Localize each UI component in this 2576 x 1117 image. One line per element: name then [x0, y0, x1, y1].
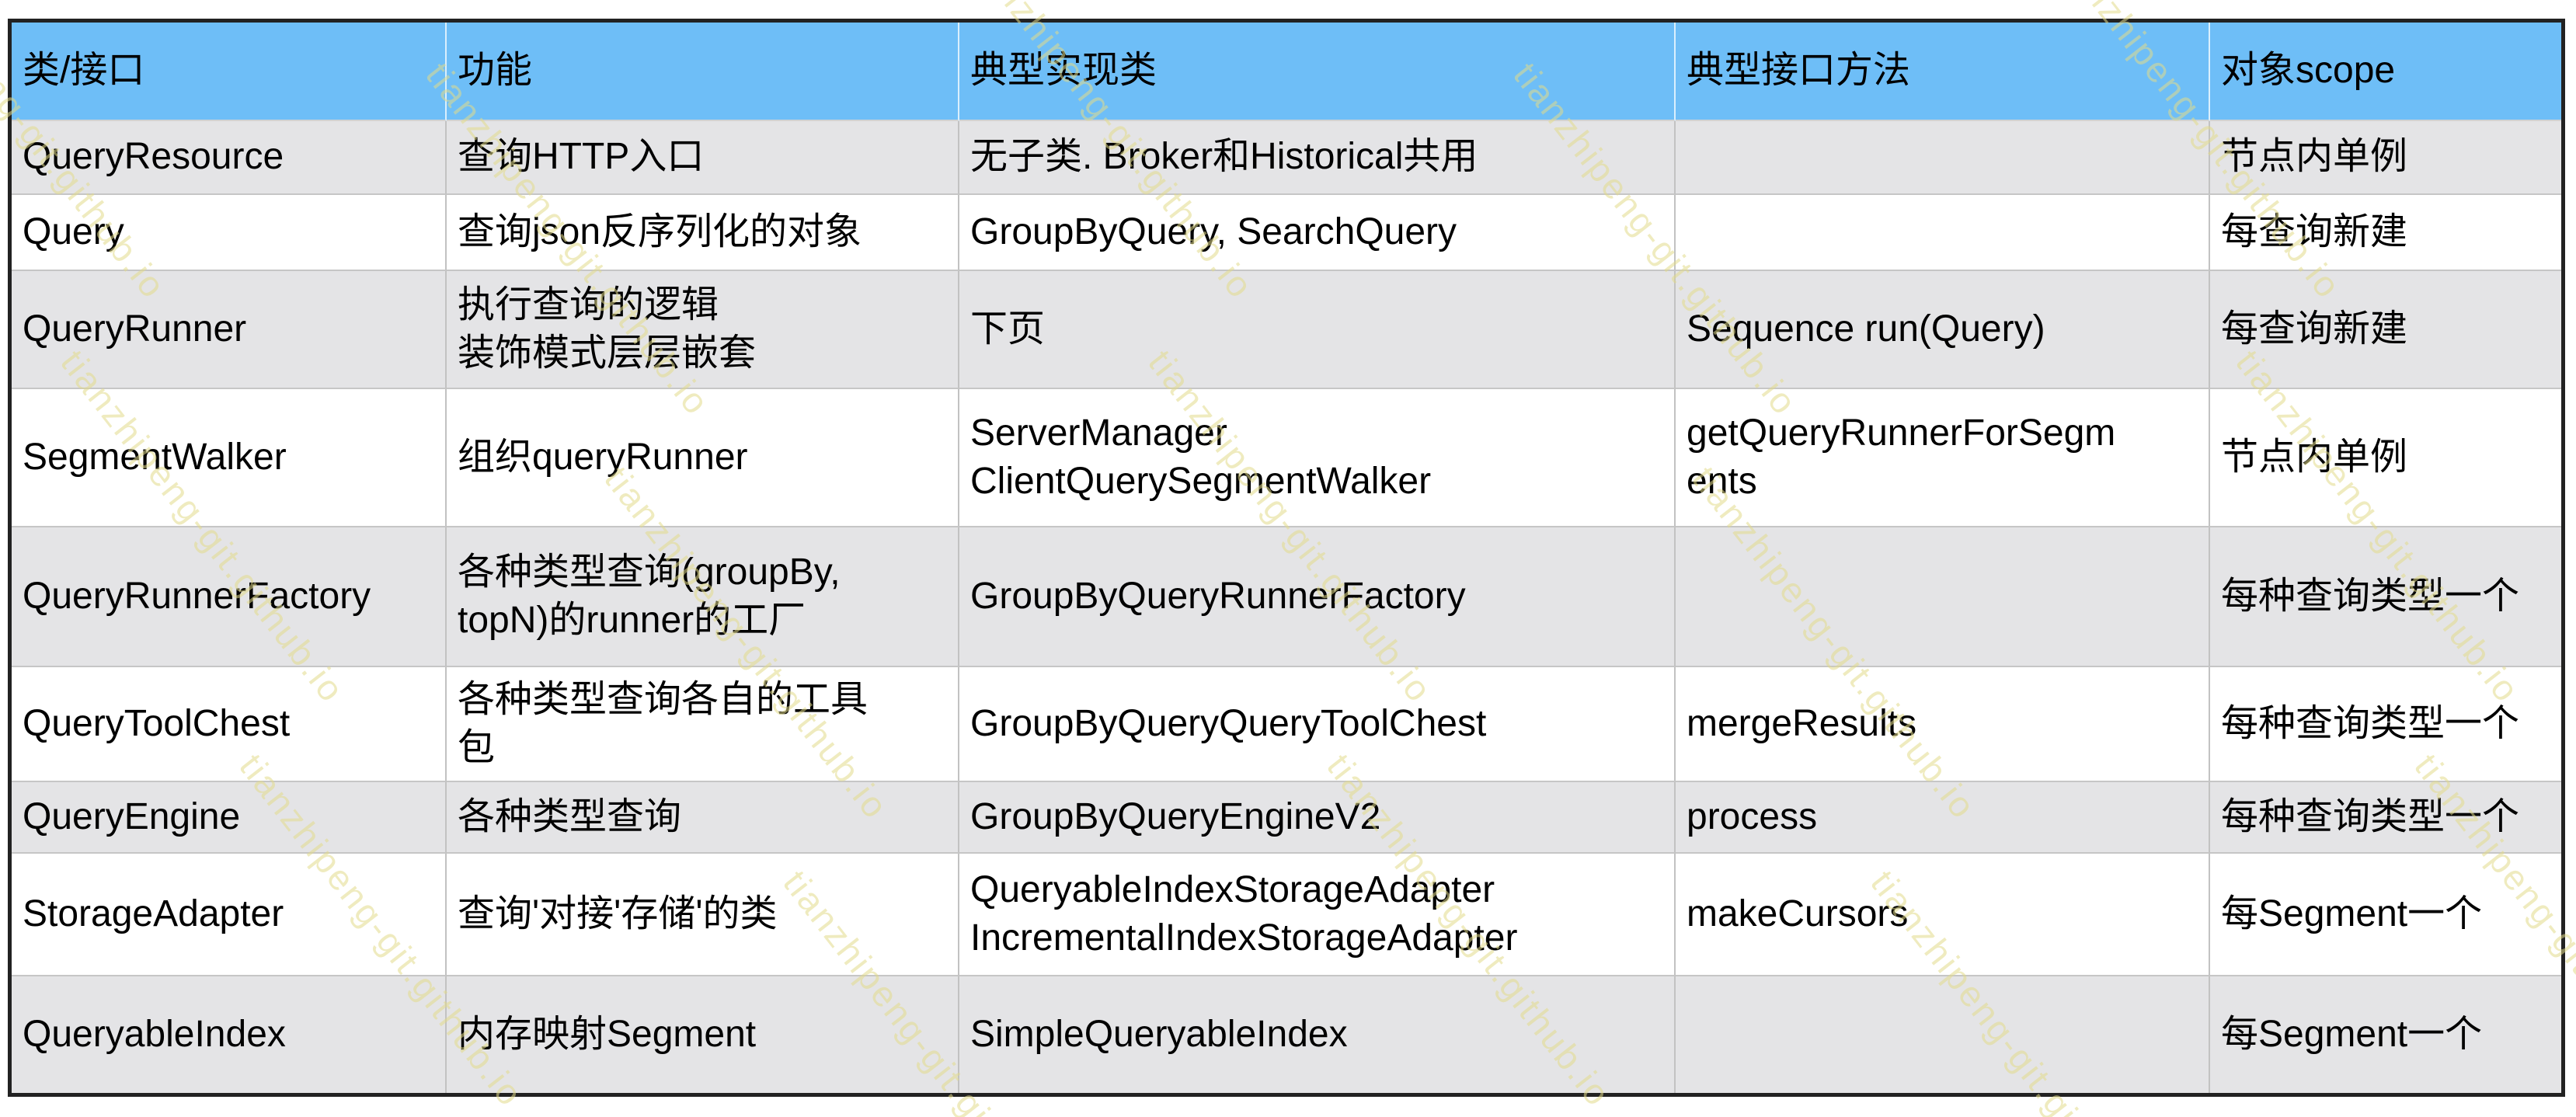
- cell-method: [1676, 121, 2210, 195]
- cell-func: 查询HTTP入口: [447, 121, 959, 195]
- cell-scope: 每查询新建: [2210, 271, 2561, 389]
- cell-scope: 节点内单例: [2210, 121, 2561, 195]
- cell-scope: 节点内单例: [2210, 389, 2561, 527]
- cell-method: [1676, 527, 2210, 667]
- cell-scope: 每查询新建: [2210, 195, 2561, 271]
- cell-method: getQueryRunnerForSegm ents: [1676, 389, 2210, 527]
- cell-method: makeCursors: [1676, 854, 2210, 976]
- cell-func: 各种类型查询各自的工具 包: [447, 667, 959, 782]
- query-class-table: 类/接口 功能 典型实现类 典型接口方法 对象scope QueryResour…: [8, 19, 2565, 1097]
- cell-func: 执行查询的逻辑 装饰模式层层嵌套: [447, 271, 959, 389]
- cell-func: 组织queryRunner: [447, 389, 959, 527]
- header-cell-func: 功能: [447, 23, 959, 121]
- cell-func: 查询'对接'存储'的类: [447, 854, 959, 976]
- cell-class: StorageAdapter: [12, 854, 447, 976]
- cell-class: SegmentWalker: [12, 389, 447, 527]
- cell-class: QueryResource: [12, 121, 447, 195]
- cell-impl: ServerManager ClientQuerySegmentWalker: [959, 389, 1676, 527]
- header-cell-impl: 典型实现类: [959, 23, 1676, 121]
- header-cell-method: 典型接口方法: [1676, 23, 2210, 121]
- cell-method: [1676, 195, 2210, 271]
- cell-func: 各种类型查询(groupBy, topN)的runner的工厂: [447, 527, 959, 667]
- cell-impl: 无子类. Broker和Historical共用: [959, 121, 1676, 195]
- cell-method: Sequence run(Query): [1676, 271, 2210, 389]
- header-cell-class: 类/接口: [12, 23, 447, 121]
- cell-scope: 每Segment一个: [2210, 976, 2561, 1093]
- cell-class: QueryRunner: [12, 271, 447, 389]
- cell-impl: 下页: [959, 271, 1676, 389]
- cell-class: QueryRunnerFactory: [12, 527, 447, 667]
- cell-method: mergeResults: [1676, 667, 2210, 782]
- cell-impl: GroupByQuery, SearchQuery: [959, 195, 1676, 271]
- cell-impl: GroupByQueryEngineV2: [959, 782, 1676, 854]
- cell-func: 各种类型查询: [447, 782, 959, 854]
- cell-impl: SimpleQueryableIndex: [959, 976, 1676, 1093]
- cell-impl: GroupByQueryRunnerFactory: [959, 527, 1676, 667]
- cell-method: process: [1676, 782, 2210, 854]
- header-cell-scope: 对象scope: [2210, 23, 2561, 121]
- cell-method: [1676, 976, 2210, 1093]
- cell-scope: 每Segment一个: [2210, 854, 2561, 976]
- cell-scope: 每种查询类型一个: [2210, 782, 2561, 854]
- cell-func: 内存映射Segment: [447, 976, 959, 1093]
- cell-impl: QueryableIndexStorageAdapter Incremental…: [959, 854, 1676, 976]
- cell-func: 查询json反序列化的对象: [447, 195, 959, 271]
- cell-class: QueryToolChest: [12, 667, 447, 782]
- cell-scope: 每种查询类型一个: [2210, 527, 2561, 667]
- cell-class: QueryableIndex: [12, 976, 447, 1093]
- cell-class: Query: [12, 195, 447, 271]
- cell-class: QueryEngine: [12, 782, 447, 854]
- cell-impl: GroupByQueryQueryToolChest: [959, 667, 1676, 782]
- cell-scope: 每种查询类型一个: [2210, 667, 2561, 782]
